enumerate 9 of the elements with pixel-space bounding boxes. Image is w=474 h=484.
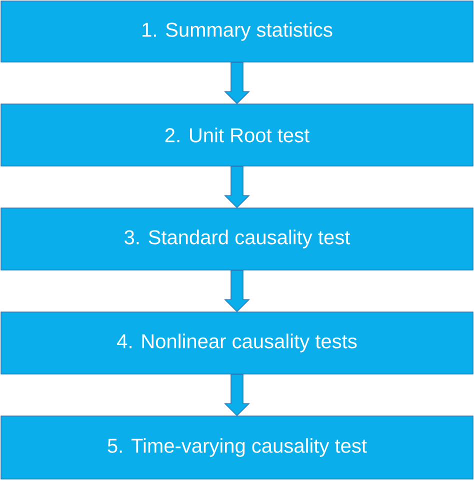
process-box: 1. Summary statistics (0, 0, 474, 62)
process-box: 2. Unit Root test (0, 104, 474, 166)
arrow (224, 374, 250, 416)
process-box: 4. Nonlinear causality tests (0, 312, 474, 374)
process-box: 3. Standard causality test (0, 208, 474, 270)
arrow (224, 62, 250, 104)
arrow (224, 270, 250, 312)
process-box: 5. Time-varying causality test (0, 416, 474, 480)
arrow (224, 166, 250, 208)
